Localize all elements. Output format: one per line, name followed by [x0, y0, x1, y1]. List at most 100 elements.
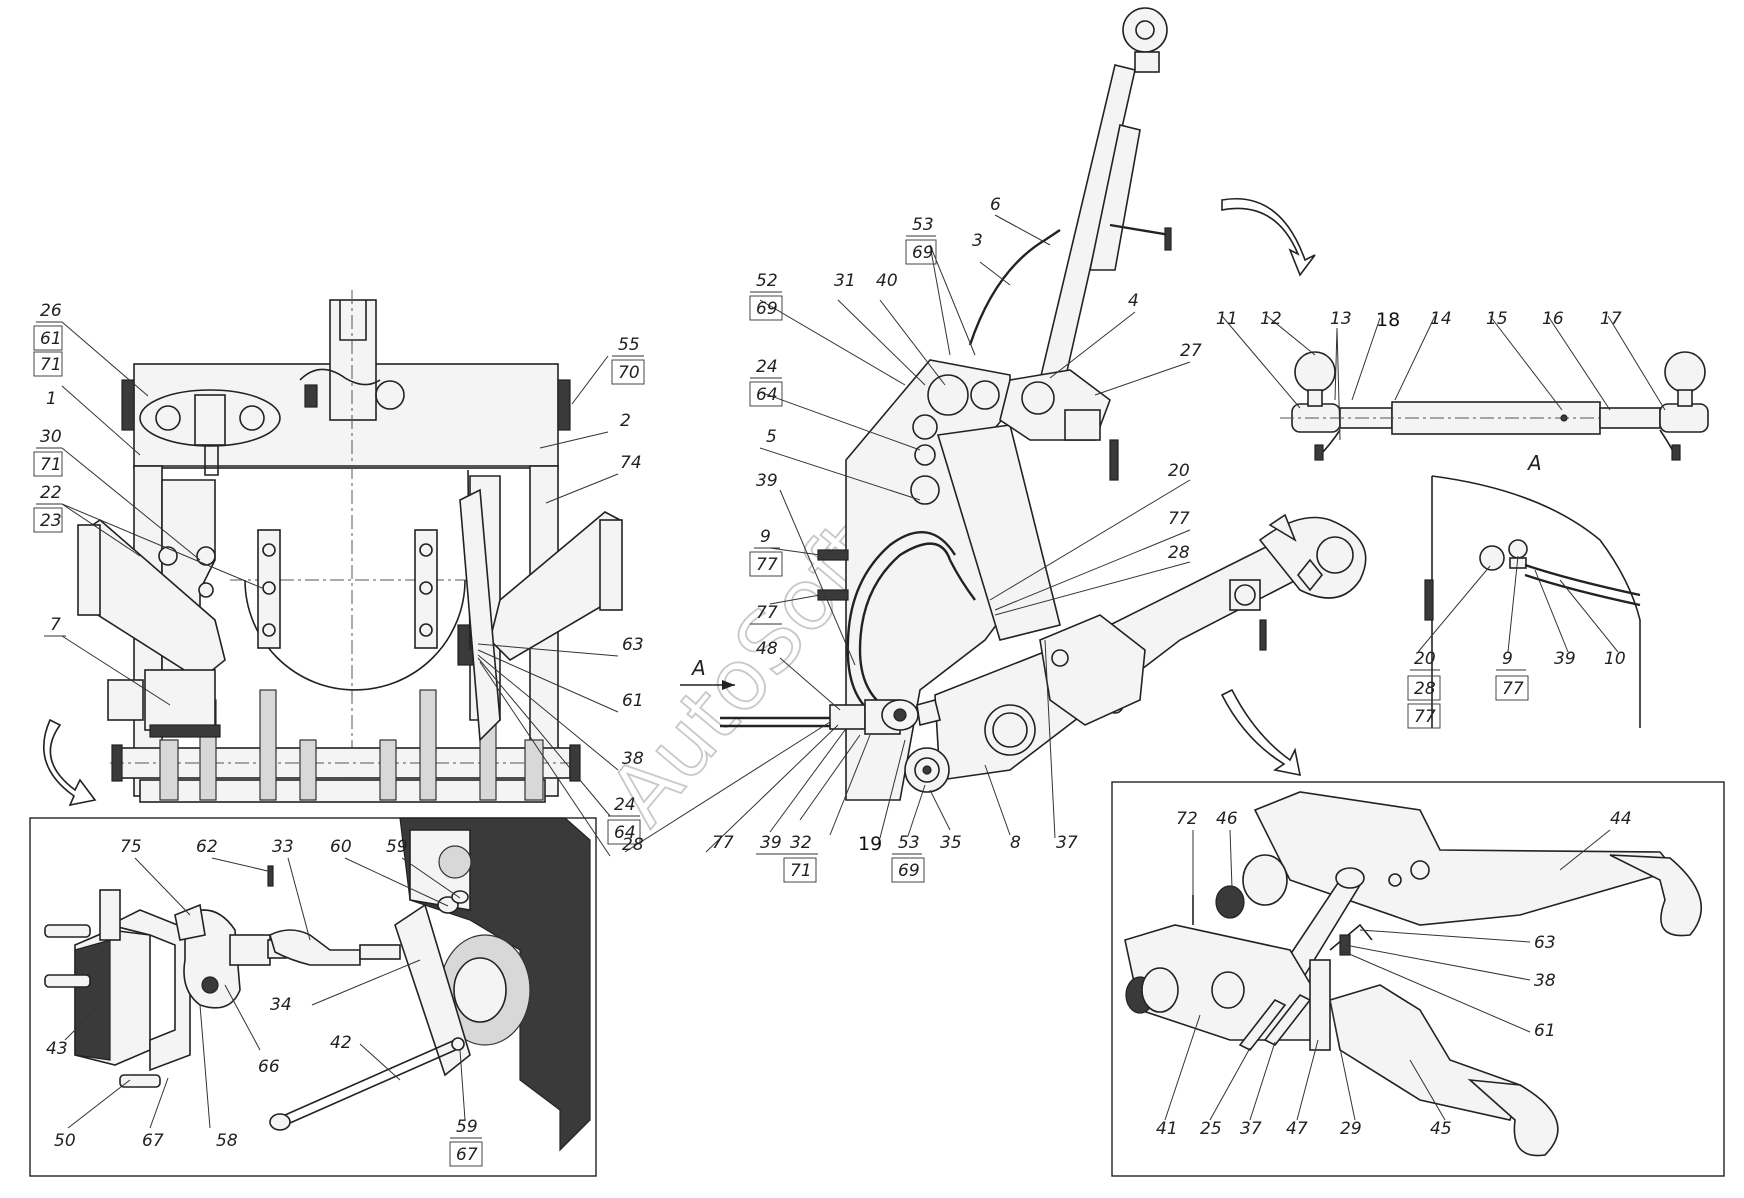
- callout-27: 27: [1180, 341, 1202, 361]
- section-arrow-a: A: [680, 656, 735, 690]
- callout-18: 18: [1376, 309, 1400, 331]
- callout-12: 12: [1260, 309, 1282, 329]
- callout-39: 39: [760, 833, 782, 853]
- callout-41: 41: [1156, 1119, 1178, 1139]
- callout-6: 6: [990, 195, 1001, 215]
- callout-5: 5: [766, 427, 777, 447]
- callout-59: 59: [456, 1117, 478, 1137]
- callout-63: 63: [1534, 933, 1556, 953]
- callout-32: 32: [790, 833, 812, 853]
- callout-14: 14: [1430, 309, 1452, 329]
- callout-20: 20: [1168, 461, 1190, 481]
- callout-25: 25: [1200, 1119, 1222, 1139]
- callout-71: 71: [790, 861, 812, 881]
- callout-67: 67: [142, 1131, 164, 1151]
- callout-30: 30: [40, 427, 62, 447]
- callout-45: 45: [1430, 1119, 1452, 1139]
- callout-4: 4: [1128, 291, 1139, 311]
- rotation-arrow-left: [42, 718, 97, 807]
- callout-52: 52: [756, 271, 778, 291]
- callout-53: 53: [898, 833, 920, 853]
- callout-10: 10: [1604, 649, 1626, 669]
- callout-64: 64: [756, 385, 778, 405]
- callout-75: 75: [120, 837, 142, 857]
- turnbuckle-assembly: [1280, 351, 1709, 461]
- callout-3: 3: [972, 231, 983, 251]
- callout-71: 71: [40, 455, 62, 475]
- front-view-frame: [77, 290, 623, 803]
- callout-43: 43: [46, 1039, 68, 1059]
- callout-63: 63: [622, 635, 644, 655]
- callout-7: 7: [50, 615, 61, 635]
- callout-11: 11: [1216, 309, 1238, 329]
- callout-77: 77: [1502, 679, 1524, 699]
- callout-61: 61: [1534, 1021, 1556, 1041]
- callout-38: 38: [1534, 971, 1556, 991]
- callout-23: 23: [40, 511, 62, 531]
- callout-71: 71: [40, 355, 62, 375]
- callout-77: 77: [1168, 509, 1190, 529]
- callout-39: 39: [1554, 649, 1576, 669]
- callout-77: 77: [756, 555, 778, 575]
- callout-72: 72: [1176, 809, 1198, 829]
- callout-34: 34: [270, 995, 292, 1015]
- view-a-label: A: [1526, 451, 1542, 475]
- callout-53: 53: [912, 215, 934, 235]
- callout-8: 8: [1010, 833, 1021, 853]
- callout-17: 17: [1600, 309, 1622, 329]
- rotation-arrow-right: [1220, 688, 1302, 777]
- callout-74: 74: [620, 453, 642, 473]
- callout-64: 64: [614, 823, 636, 843]
- callout-2: 2: [620, 411, 631, 431]
- callout-66: 66: [258, 1057, 280, 1077]
- callout-69: 69: [898, 861, 920, 881]
- callout-13: 13: [1330, 309, 1352, 329]
- callout-16: 16: [1542, 309, 1564, 329]
- callout-35: 35: [940, 833, 962, 853]
- callout-46: 46: [1216, 809, 1238, 829]
- callout-47: 47: [1286, 1119, 1308, 1139]
- callout-9: 9: [1502, 649, 1513, 669]
- callout-20: 20: [1414, 649, 1436, 669]
- detail-right-parts: [1124, 791, 1703, 1157]
- callout-24: 24: [756, 357, 778, 377]
- callout-42: 42: [330, 1033, 352, 1053]
- callout-39: 39: [756, 471, 778, 491]
- callout-1: 1: [46, 389, 57, 409]
- callout-44: 44: [1610, 809, 1632, 829]
- callout-48: 48: [756, 639, 778, 659]
- callout-38: 38: [622, 749, 644, 769]
- callout-labels: 26 61 71 1 30 71 22 23 7 55 70 2 74 63 6…: [33, 195, 1632, 1167]
- callout-28: 28: [1168, 543, 1190, 563]
- callout-70: 70: [618, 363, 640, 383]
- callout-61: 61: [622, 691, 644, 711]
- callout-77: 77: [1414, 707, 1436, 727]
- callout-9: 9: [760, 527, 771, 547]
- callout-40: 40: [876, 271, 898, 291]
- callout-19: 19: [858, 833, 882, 855]
- callout-77: 77: [712, 833, 734, 853]
- side-view-assembly: [720, 7, 1367, 801]
- callout-67: 67: [456, 1145, 478, 1165]
- callout-37: 37: [1056, 833, 1078, 853]
- callout-15: 15: [1486, 309, 1508, 329]
- callout-26: 26: [40, 301, 62, 321]
- callout-55: 55: [618, 335, 640, 355]
- callout-62: 62: [196, 837, 218, 857]
- callout-37: 37: [1240, 1119, 1262, 1139]
- rotation-arrow-top: [1221, 198, 1316, 277]
- callout-69: 69: [756, 299, 778, 319]
- section-arrow-label: A: [690, 656, 706, 680]
- callout-59: 59: [386, 837, 408, 857]
- callout-28: 28: [622, 835, 644, 855]
- view-a-detail: [1424, 475, 1641, 728]
- callout-31: 31: [834, 271, 856, 291]
- callout-77: 77: [756, 603, 778, 623]
- leader-lines: [61, 214, 1666, 1129]
- callout-69: 69: [912, 243, 934, 263]
- callout-50: 50: [54, 1131, 76, 1151]
- callout-61: 61: [40, 329, 62, 349]
- callout-24: 24: [614, 795, 636, 815]
- callout-33: 33: [272, 837, 294, 857]
